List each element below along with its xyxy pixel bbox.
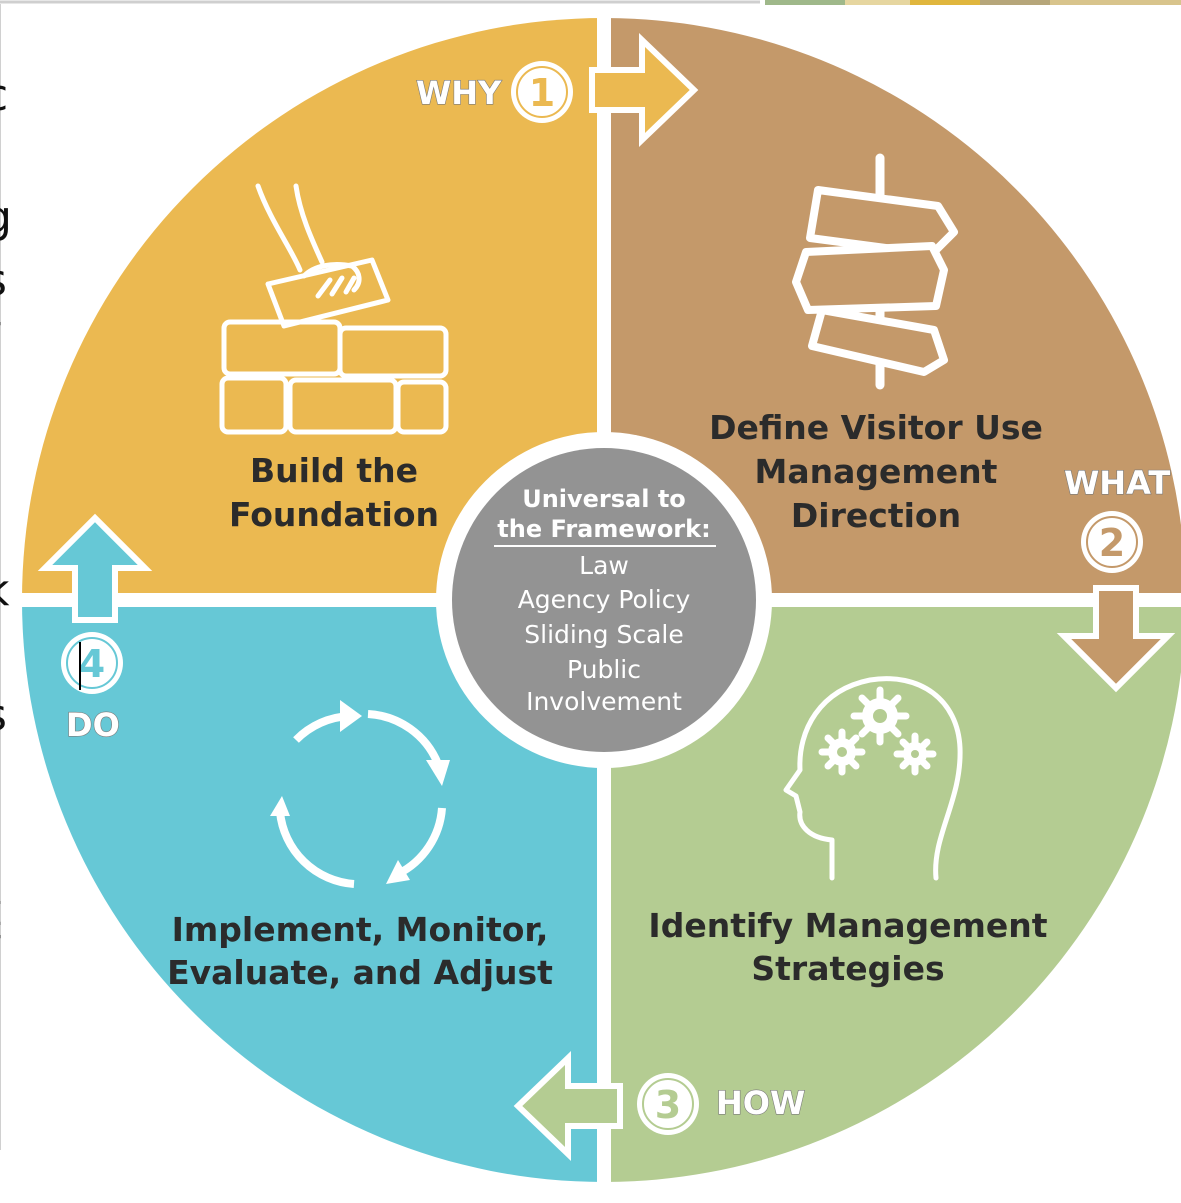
edge-fragment: s xyxy=(0,255,7,306)
title-line: Build the xyxy=(250,451,418,490)
edge-fragment: k xyxy=(0,565,10,616)
quadrant-what-title: Define Visitor Use Management Direction xyxy=(709,408,1043,535)
edge-fragment: s xyxy=(0,690,7,741)
title-line: Implement, Monitor, xyxy=(172,910,549,949)
center-item: Law xyxy=(579,551,629,580)
title-line: Strategies xyxy=(751,949,944,988)
title-line: Foundation xyxy=(229,495,439,534)
step-number: 4 xyxy=(79,642,105,686)
center-title-line: Universal to xyxy=(522,485,686,513)
quadrant-why-title: Build the Foundation xyxy=(229,451,439,534)
arrow-do-to-why xyxy=(37,513,153,623)
edge-fragment: c xyxy=(0,70,8,121)
quadrant-do xyxy=(22,600,604,1182)
arrow-why-to-what xyxy=(589,32,699,148)
title-line: Evaluate, and Adjust xyxy=(167,953,553,992)
quadrant-how xyxy=(604,600,1181,1182)
title-line: Identify Management xyxy=(648,906,1047,945)
step-what: WHAT 2 xyxy=(1063,463,1171,573)
quadrant-do-title: Implement, Monitor, Evaluate, and Adjust xyxy=(167,910,553,992)
title-line: Define Visitor Use xyxy=(709,408,1043,447)
hand-placing-brick-icon xyxy=(219,183,449,435)
head-with-gears-icon xyxy=(783,676,963,881)
step-how: 3 HOW xyxy=(637,1073,806,1135)
step-label: WHY xyxy=(416,74,502,112)
center-item: Agency Policy xyxy=(518,585,691,614)
step-number: 3 xyxy=(655,1083,681,1127)
arrow-what-to-how xyxy=(1056,585,1176,693)
title-line: Management xyxy=(755,452,998,491)
center-circle: Universal to the Framework: Law Agency P… xyxy=(436,432,772,768)
cycle-arrows-icon xyxy=(270,700,450,888)
step-number-circle xyxy=(61,632,123,694)
edge-fragment: g xyxy=(0,192,12,243)
step-why: WHY 1 xyxy=(415,61,573,123)
quadrant-how-title: Identify Management Strategies xyxy=(648,906,1047,988)
clipped-page-text: c g s f k i s l - t f xyxy=(0,70,12,979)
step-number: 2 xyxy=(1099,521,1125,565)
step-number-circle xyxy=(637,1073,699,1135)
step-number-circle xyxy=(1081,511,1143,573)
title-line: Direction xyxy=(791,496,961,535)
edge-fragment: t xyxy=(0,885,1,936)
step-number-circle xyxy=(511,61,573,123)
center-item: Sliding Scale xyxy=(524,620,684,649)
step-label: WHAT xyxy=(1064,464,1170,502)
center-item: Involvement xyxy=(526,687,682,716)
center-title-line: the Framework: xyxy=(497,515,710,543)
step-do: 4 DO xyxy=(61,632,123,745)
step-label: HOW xyxy=(716,1084,805,1122)
step-label: DO xyxy=(66,706,120,744)
signpost-icon xyxy=(792,153,958,390)
step-number: 1 xyxy=(529,71,555,115)
center-item: Public xyxy=(567,655,641,684)
arrow-how-to-do xyxy=(513,1050,623,1162)
quadrant-why xyxy=(22,18,604,600)
photo-strip-fragment xyxy=(765,0,1181,5)
